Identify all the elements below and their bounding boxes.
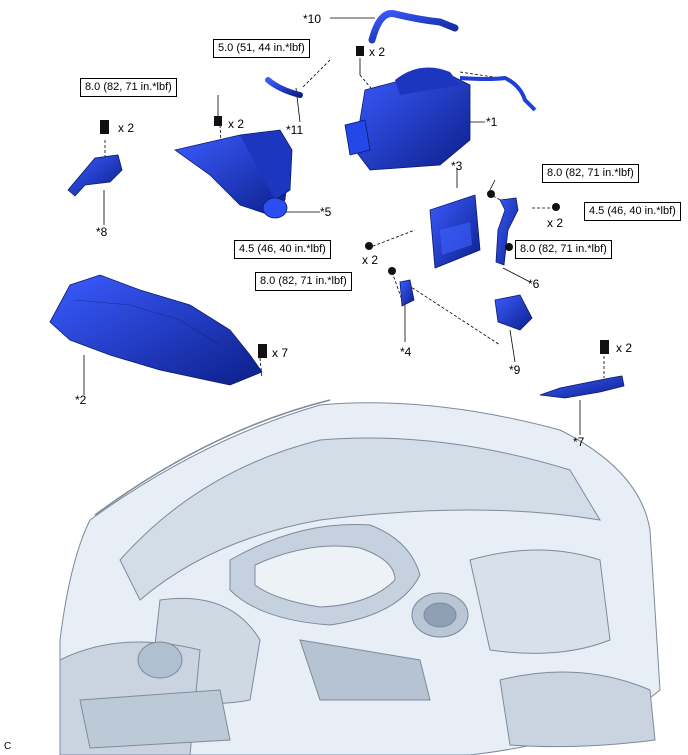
- figure-code: C: [4, 741, 12, 752]
- torque-spec-5: 4.5 (46, 40 in.*lbf): [234, 240, 331, 259]
- callout-4: *4: [400, 345, 412, 359]
- bolt-icon: [388, 267, 396, 275]
- callout-11: *11: [286, 123, 304, 137]
- part-4-bracket: [399, 279, 415, 307]
- part-8-bracket: [67, 154, 123, 197]
- bolt-icon: [505, 243, 513, 251]
- quantity-3: x 2: [118, 121, 135, 135]
- quantity-7: x 2: [616, 341, 633, 355]
- clip-icon: [100, 120, 109, 134]
- torque-spec-6: 8.0 (82, 71 in.*lbf): [515, 240, 612, 259]
- bolt-icon: [552, 203, 560, 211]
- callout-2: *2: [75, 393, 87, 407]
- quantity-6: x 7: [272, 346, 289, 360]
- bolt-icon: [214, 116, 222, 126]
- part-2-radiator-seal: [49, 274, 263, 386]
- bolt-icon: [365, 242, 373, 250]
- callout-6: *6: [528, 277, 540, 291]
- part-1-air-cleaner: [344, 67, 537, 171]
- part-3-ecm: [429, 194, 481, 269]
- callout-1: *1: [486, 115, 498, 129]
- torque-spec-7: 8.0 (82, 71 in.*lbf): [255, 272, 352, 291]
- part-11-hose: [265, 77, 303, 98]
- part-9-cover: [494, 294, 533, 331]
- part-5-inlet-duct: [174, 129, 293, 219]
- leader-lines: [83, 17, 605, 435]
- callout-7: *7: [573, 435, 585, 449]
- bolt-icon: [356, 46, 364, 56]
- clip-icon: [258, 344, 267, 358]
- bolt-icon: [487, 190, 495, 198]
- quantity-1: x 2: [369, 45, 386, 59]
- torque-spec-3: 8.0 (82, 71 in.*lbf): [542, 164, 639, 183]
- callout-3: *3: [451, 159, 463, 173]
- quantity-2: x 2: [228, 117, 245, 131]
- fasteners: [100, 46, 609, 358]
- part-7-seal: [539, 375, 625, 399]
- torque-spec-4: 4.5 (46, 40 in.*lbf): [584, 202, 681, 221]
- part-6-bracket: [495, 197, 519, 266]
- clip-icon: [600, 340, 609, 354]
- vehicle-engine-bay: [59, 399, 661, 755]
- quantity-4: x 2: [547, 216, 564, 230]
- callout-8: *8: [96, 225, 108, 239]
- callout-10: *10: [303, 12, 322, 26]
- quantity-5: x 2: [362, 253, 379, 267]
- callout-5: *5: [320, 205, 332, 219]
- torque-spec-1: 5.0 (51, 44 in.*lbf): [213, 39, 310, 58]
- torque-spec-2: 8.0 (82, 71 in.*lbf): [80, 78, 177, 97]
- callout-9: *9: [509, 363, 521, 377]
- part-10-hose: [368, 10, 459, 44]
